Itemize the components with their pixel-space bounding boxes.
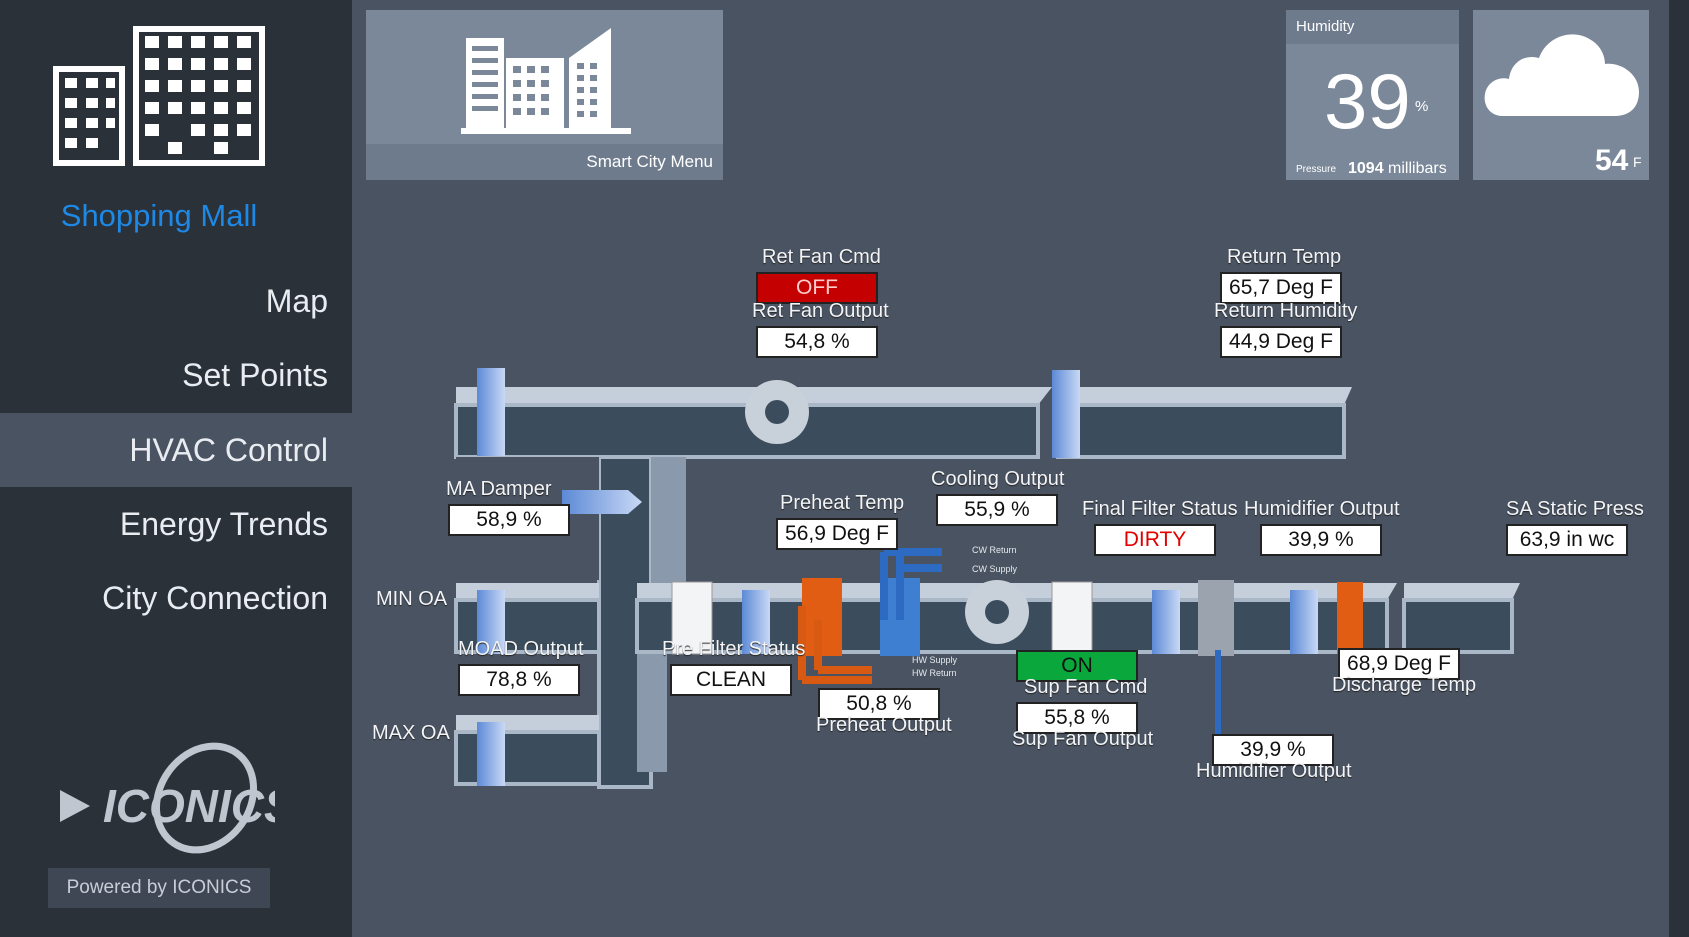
smart-city-menu-tile[interactable]: Smart City Menu [366,10,723,180]
iconics-logo: ICONICS [60,742,275,854]
powered-by-label: Powered by ICONICS [48,868,270,908]
max-oa-label: MAX OA [372,722,450,744]
buildings-logo-icon [53,26,265,166]
filters [671,580,1234,656]
pressure-unit: millibars [1388,160,1447,177]
humidifier-output-bottom-label: Humidifier Output [1196,760,1352,782]
pressure-label: Pressure [1296,164,1337,175]
final-filter-status-label: Final Filter Status [1082,498,1238,520]
ret-fan-cmd-value[interactable]: OFF [756,272,878,304]
pre-filter-status-value: CLEAN [670,664,792,696]
cw-supply-label: CW Supply [972,564,1018,574]
right-edge [1669,0,1689,937]
nav-item-city-connection[interactable]: City Connection [102,580,328,616]
coils [798,548,1363,740]
dampers [477,368,1318,786]
pressure-value: 1094 millibars [1348,160,1447,178]
humidifier-output-top-label: Humidifier Output [1244,498,1400,520]
hw-return-label: HW Return [912,668,957,678]
ma-damper-label: MA Damper [446,478,552,500]
preheat-temp-value: 56,9 Deg F [776,518,898,550]
humidity-value: 39 [1324,57,1411,145]
ma-damper-value: 58,9 % [448,504,570,536]
sup-fan-output-value: 55,8 % [1016,702,1138,734]
smart-city-strip [366,144,723,180]
pre-filter-status-label: Pre Filter Status [662,638,806,660]
ret-fan-cmd-label: Ret Fan Cmd [762,246,881,268]
final-filter-status-value: DIRTY [1094,524,1216,556]
moad-output-label: MOAD Output [458,638,584,660]
ahu-schematic: CW Return CW Supply HW Supply HW Return [454,368,1520,789]
humidity-title: Humidity [1286,10,1459,44]
preheat-output-value: 50,8 % [818,688,940,720]
humidity-unit: % [1415,98,1429,115]
cw-return-label: CW Return [972,545,1017,555]
sa-static-press-value: 63,9 in wc [1506,524,1628,556]
connector-duct [637,457,686,772]
return-duct [454,387,1352,459]
preheat-temp-label: Preheat Temp [780,492,905,514]
return-humidity-value: 44,9 Deg F [1220,326,1342,358]
ret-fan-output-label: Ret Fan Output [752,300,889,322]
sup-fan-cmd-value[interactable]: ON [1016,650,1138,682]
smart-city-menu-label: Smart City Menu [586,152,713,171]
ret-fan-output-value: 54,8 % [756,326,878,358]
cloud-icon [1484,34,1639,116]
return-temp-value: 65,7 Deg F [1220,272,1342,304]
site-title: Shopping Mall [60,198,258,233]
humidifier-output-bottom-value: 39,9 % [1212,734,1334,766]
hw-supply-label: HW Supply [912,655,958,665]
moad-output-value: 78,8 % [458,664,580,696]
discharge-temp-value: 68,9 Deg F [1338,648,1460,680]
sidebar: Shopping Mall Map Set Points HVAC Contro… [0,0,352,937]
return-humidity-label: Return Humidity [1214,300,1358,322]
fans [745,380,1029,644]
iconics-logo-text: ICONICS [103,780,275,832]
min-oa-label: MIN OA [376,588,448,610]
return-temp-label: Return Temp [1227,246,1342,268]
cooling-output-label: Cooling Output [931,468,1065,490]
city-buildings-icon [461,28,631,134]
discharge-temp-label: Discharge Temp [1332,674,1477,696]
nav-item-energy-trends[interactable]: Energy Trends [119,506,328,542]
cooling-output-value: 55,9 % [936,494,1058,526]
sup-fan-output-label: Sup Fan Output [1012,728,1154,750]
nav-item-hvac-control[interactable]: HVAC Control [0,413,352,487]
nav-item-map[interactable]: Map [265,283,328,319]
humidifier-output-top-value: 39,9 % [1260,524,1382,556]
nav-item-set-points[interactable]: Set Points [182,357,328,393]
weather-tile: 54 F [1473,10,1649,180]
pressure-number: 1094 [1348,160,1384,177]
sa-static-press-label: SA Static Press [1506,498,1644,520]
sup-fan-cmd-label: Sup Fan Cmd [1024,676,1148,698]
weather-unit: F [1633,154,1642,170]
hvac-diagram: CW Return CW Supply HW Supply HW Return … [352,180,1669,937]
preheat-output-label: Preheat Output [816,714,952,736]
weather-temperature: 54 [1595,144,1629,177]
humidity-tile: Humidity 39 % Pressure 1094 millibars [1286,10,1459,180]
